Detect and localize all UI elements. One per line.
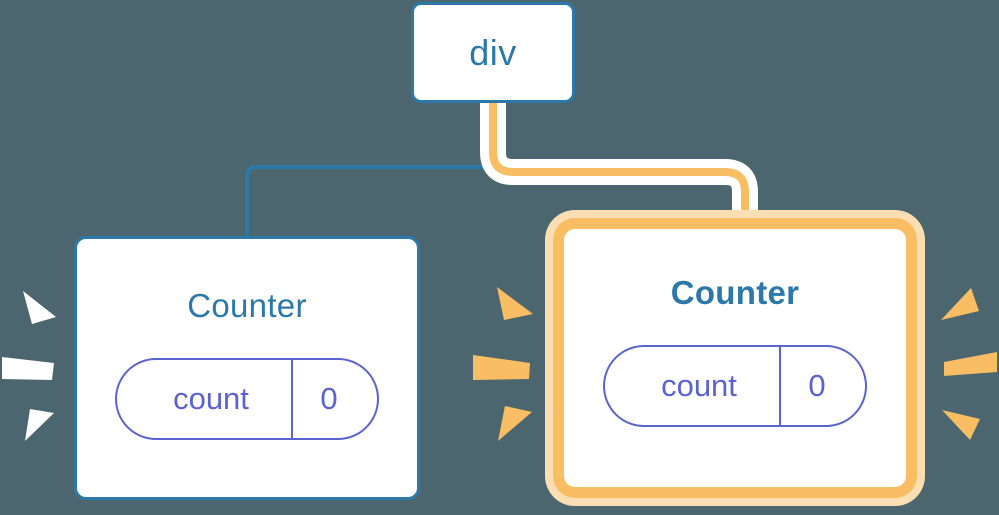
node-counter-right[interactable]: Counter count 0 [561,226,909,490]
prop-pill-right[interactable]: count 0 [603,345,867,427]
prop-pill-left[interactable]: count 0 [115,358,379,440]
node-div-label: div [469,31,517,73]
sparkles-right-orange [941,288,997,440]
edge-div-to-counter-right [489,99,749,240]
prop-name-left: count [117,360,293,438]
node-counter-left[interactable]: Counter count 0 [74,236,420,500]
prop-name-right: count [605,347,781,425]
prop-value-left: 0 [320,381,338,416]
edge-div-to-counter-left [245,101,495,238]
sparkles-inner-orange [473,287,533,441]
node-counter-left-label: Counter [187,287,307,324]
node-div[interactable]: div [411,2,575,103]
sparkles-left-white [2,291,56,441]
node-counter-right-label: Counter [670,274,800,311]
prop-value-right: 0 [808,368,826,403]
